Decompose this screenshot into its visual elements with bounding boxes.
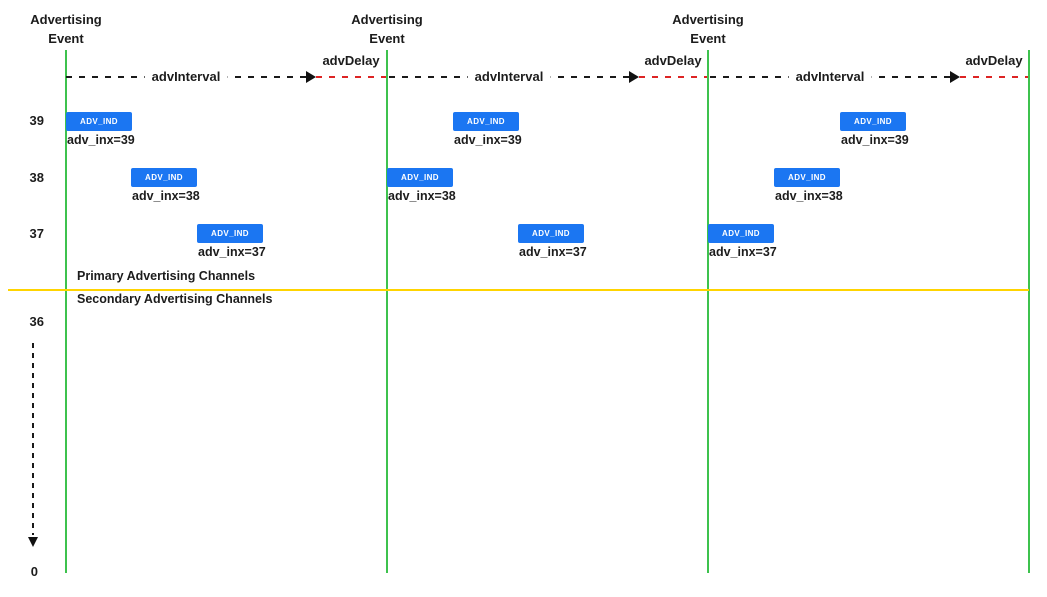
channel-0-label: 0 xyxy=(30,564,38,579)
right-arrowhead-icon xyxy=(950,71,960,83)
primary-channels-label: Primary Advertising Channels xyxy=(77,269,256,283)
right-arrowhead-icon xyxy=(629,71,639,83)
channel-38-label: 38 xyxy=(29,170,44,185)
advertising-event-line xyxy=(1028,50,1030,573)
adv-delay-label: advDelay xyxy=(965,53,1023,68)
adv-ind-caption: adv_inx=39 xyxy=(841,133,909,147)
channel-36-label: 36 xyxy=(29,314,44,329)
advertising-event-label-line2: Event xyxy=(690,31,726,46)
adv-ind-caption: adv_inx=39 xyxy=(454,133,522,147)
adv-ind-packet: ADV_IND xyxy=(708,224,774,243)
advertising-event-label-line2: Event xyxy=(48,31,84,46)
adv-ind-packet: ADV_IND xyxy=(197,224,263,243)
adv-ind-packet: ADV_IND xyxy=(131,168,197,187)
secondary-channels-label: Secondary Advertising Channels xyxy=(77,292,273,306)
advertising-event-label-line1: Advertising xyxy=(672,12,744,27)
right-arrowhead-icon xyxy=(306,71,316,83)
advertising-event-label-line2: Event xyxy=(369,31,405,46)
adv-ind-caption: adv_inx=39 xyxy=(67,133,135,147)
advertising-event-line xyxy=(386,50,388,573)
adv-delay-dashed-line xyxy=(316,76,386,78)
down-arrowhead-icon xyxy=(28,537,38,547)
adv-ind-packet: ADV_IND xyxy=(453,112,519,131)
advertising-event-label: Advertising Event xyxy=(312,10,462,48)
adv-interval-label: advInterval xyxy=(467,69,551,84)
advertising-event-label: Advertising Event xyxy=(633,10,783,48)
channel-39-label: 39 xyxy=(29,113,44,128)
adv-ind-caption: adv_inx=38 xyxy=(132,189,200,203)
adv-ind-caption: adv_inx=38 xyxy=(775,189,843,203)
adv-ind-caption: adv_inx=37 xyxy=(198,245,266,259)
adv-ind-packet: ADV_IND xyxy=(66,112,132,131)
adv-delay-dashed-line xyxy=(639,76,707,78)
advertising-event-line xyxy=(707,50,709,573)
primary-secondary-divider-line xyxy=(8,289,1029,291)
adv-ind-packet: ADV_IND xyxy=(518,224,584,243)
advertising-event-label: Advertising Event xyxy=(0,10,141,48)
adv-delay-dashed-line xyxy=(960,76,1028,78)
advertising-event-label-line1: Advertising xyxy=(30,12,102,27)
channel-range-dashed-line xyxy=(32,343,34,535)
adv-delay-label: advDelay xyxy=(322,53,380,68)
adv-delay-label: advDelay xyxy=(644,53,702,68)
adv-interval-label: advInterval xyxy=(788,69,872,84)
adv-ind-caption: adv_inx=37 xyxy=(709,245,777,259)
advertising-event-line xyxy=(65,50,67,573)
adv-ind-packet: ADV_IND xyxy=(387,168,453,187)
adv-ind-caption: adv_inx=38 xyxy=(388,189,456,203)
channel-37-label: 37 xyxy=(29,226,44,241)
advertising-event-label-line1: Advertising xyxy=(351,12,423,27)
adv-interval-label: advInterval xyxy=(144,69,228,84)
adv-ind-packet: ADV_IND xyxy=(840,112,906,131)
adv-ind-caption: adv_inx=37 xyxy=(519,245,587,259)
adv-ind-packet: ADV_IND xyxy=(774,168,840,187)
